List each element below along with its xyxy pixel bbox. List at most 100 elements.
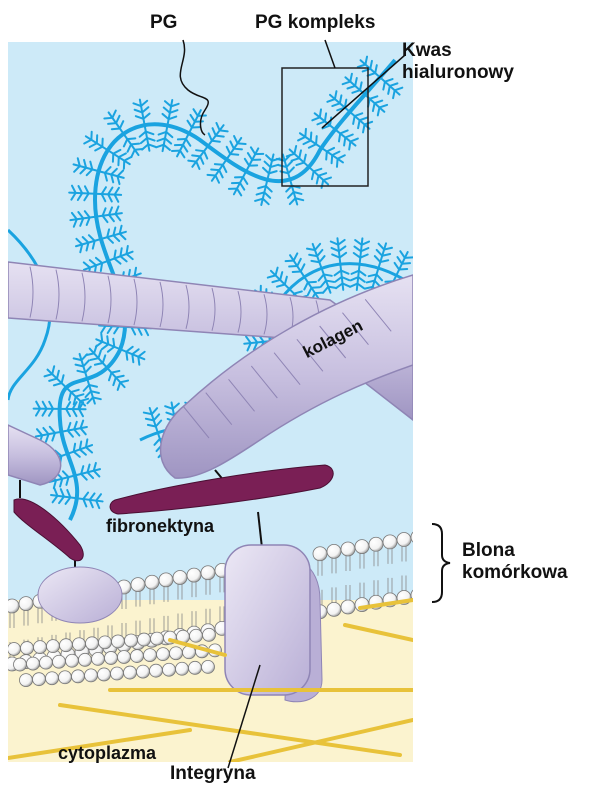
lipid-head — [313, 547, 327, 561]
hyaluronic-acid-label-line2: hialuronowy — [402, 62, 514, 84]
lipid-head — [163, 663, 176, 676]
lipid-head — [137, 665, 150, 678]
lipid-head — [190, 629, 203, 642]
lipid-head — [8, 642, 21, 655]
pg-bristle-twig — [86, 439, 87, 447]
membrane-bracket — [432, 524, 450, 602]
pg-bristle-twig — [126, 246, 127, 254]
pg-bristle-twig — [74, 444, 75, 452]
lipid-head — [187, 568, 201, 582]
lipid-head — [144, 649, 157, 662]
pg-bristle-twig — [230, 154, 238, 155]
cell-membrane-label-line2: komórkowa — [462, 562, 568, 584]
lipid-head — [40, 656, 53, 669]
pg-bristle-twig — [131, 144, 139, 145]
lipid-head — [47, 640, 60, 653]
pg-bristle-twig — [337, 159, 338, 167]
lipid-head — [159, 573, 173, 587]
pg-bristle-twig — [286, 261, 294, 262]
pg-bristle-twig — [80, 442, 81, 450]
lipid-head — [86, 637, 99, 650]
pg-bristle-twig — [308, 282, 316, 283]
pg-bristle-twig — [120, 248, 121, 256]
pg-bristle-twig — [325, 113, 326, 121]
pg-bristle-twig — [238, 143, 246, 144]
pg-bristle-twig — [112, 128, 120, 129]
lipid-head — [27, 657, 40, 670]
pg-complex-label: PG kompleks — [255, 12, 375, 34]
pg-bristle-twig — [104, 118, 112, 119]
pg-bristle-twig — [349, 142, 350, 150]
pg-bristle-twig — [315, 293, 323, 294]
lipid-head — [105, 651, 118, 664]
lipid-head — [111, 667, 124, 680]
hyaluronic-acid-label-line1: Kwas — [402, 40, 514, 62]
pg-bristle-twig — [196, 150, 204, 151]
pg-bristle-twig — [132, 354, 133, 362]
pg-bristle-twig — [324, 274, 332, 275]
pg-bristle-twig — [216, 136, 224, 137]
lipid-head — [85, 669, 98, 682]
lipid-head — [355, 540, 369, 554]
lipid-head — [21, 642, 34, 655]
lipid-head — [112, 635, 125, 648]
lipid-head — [33, 673, 46, 686]
lipid-head — [19, 597, 33, 611]
lipid-head — [341, 542, 355, 556]
lipid-head — [131, 650, 144, 663]
lipid-head — [131, 578, 145, 592]
lipid-head — [124, 666, 137, 679]
pg-bristle-twig — [107, 336, 108, 344]
lipid-head — [397, 533, 411, 547]
pg-bristle-twig — [135, 268, 136, 276]
lipid-head — [118, 650, 131, 663]
lipid-head — [20, 674, 33, 687]
pg-bristle-twig — [316, 136, 317, 144]
pg-bristle-twig — [311, 261, 319, 262]
lipid-head — [99, 636, 112, 649]
lipid-head — [73, 638, 86, 651]
fibronectin-label: fibronektyna — [106, 516, 214, 537]
lipid-head — [327, 544, 341, 558]
pg-bristle-twig — [311, 133, 312, 141]
pg-bristle-twig — [192, 155, 200, 156]
pg-bristle-twig — [326, 281, 334, 282]
pg-bristle-twig — [101, 263, 102, 271]
pg-bristle-twig — [108, 123, 116, 124]
lipid-head — [79, 653, 92, 666]
pg-bristle-twig — [339, 133, 340, 141]
pg-bristle-twig — [326, 152, 327, 160]
pg-bristle-twig — [234, 149, 242, 150]
lipid-head — [202, 660, 215, 673]
pg-bristle-twig — [138, 357, 139, 365]
lipid-head — [170, 647, 183, 660]
cytoplasm-label: cytoplazma — [58, 743, 156, 764]
pg-bristle-twig — [113, 339, 114, 347]
lipid-head — [411, 588, 425, 602]
integrin-protein — [225, 545, 322, 702]
pg-bristle-twig — [402, 263, 410, 264]
lipid-head — [157, 648, 170, 661]
integrin-label: Integryna — [170, 763, 256, 785]
hyaluronic-acid-label: Kwas hialuronowy — [402, 40, 514, 84]
lipid-head — [125, 634, 138, 647]
lipid-head — [203, 628, 216, 641]
pg-bristle-twig — [215, 164, 223, 165]
lipid-head — [189, 661, 202, 674]
lipid-head — [46, 672, 59, 685]
pg-bristle-twig — [399, 269, 407, 270]
lipid-head — [201, 566, 215, 580]
lipid-head — [92, 652, 105, 665]
lipid-head — [411, 530, 425, 544]
pg-bristle-twig — [305, 129, 306, 137]
lipid-head — [14, 658, 27, 671]
pg-bristle-twig — [211, 169, 219, 170]
pg-bristle-twig — [309, 255, 317, 256]
cell-membrane-label: Blona komórkowa — [462, 540, 568, 584]
pg-bristle-twig — [114, 251, 115, 259]
pg-bristle-twig — [289, 266, 297, 267]
lipid-head — [138, 633, 151, 646]
pg-bristle-twig — [307, 249, 315, 250]
pg-bristle-twig — [188, 161, 196, 162]
